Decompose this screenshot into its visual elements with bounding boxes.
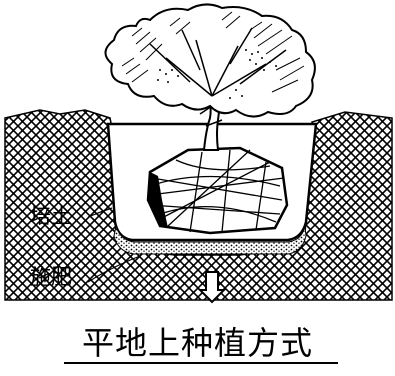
canopy-branches [149, 27, 287, 97]
caption-underline [64, 362, 338, 364]
fertilizer-leader-line [87, 255, 141, 283]
figure-caption: 平地上种植方式 [81, 324, 313, 362]
canopy-shading [121, 11, 305, 93]
root-ball-wrapping [149, 149, 285, 233]
fertilizer-label: 施肥 [30, 265, 72, 289]
ground-hatch-left [4, 109, 393, 301]
tree-canopy [104, 3, 316, 118]
fertilizer-layer [113, 225, 307, 255]
soil-label: 培土 [30, 204, 72, 228]
down-arrow-icon [197, 271, 227, 304]
soil-leader-line [87, 207, 113, 218]
root-ball-shadow [148, 172, 168, 228]
canopy-stipple [157, 49, 277, 99]
root-ball [146, 146, 289, 235]
